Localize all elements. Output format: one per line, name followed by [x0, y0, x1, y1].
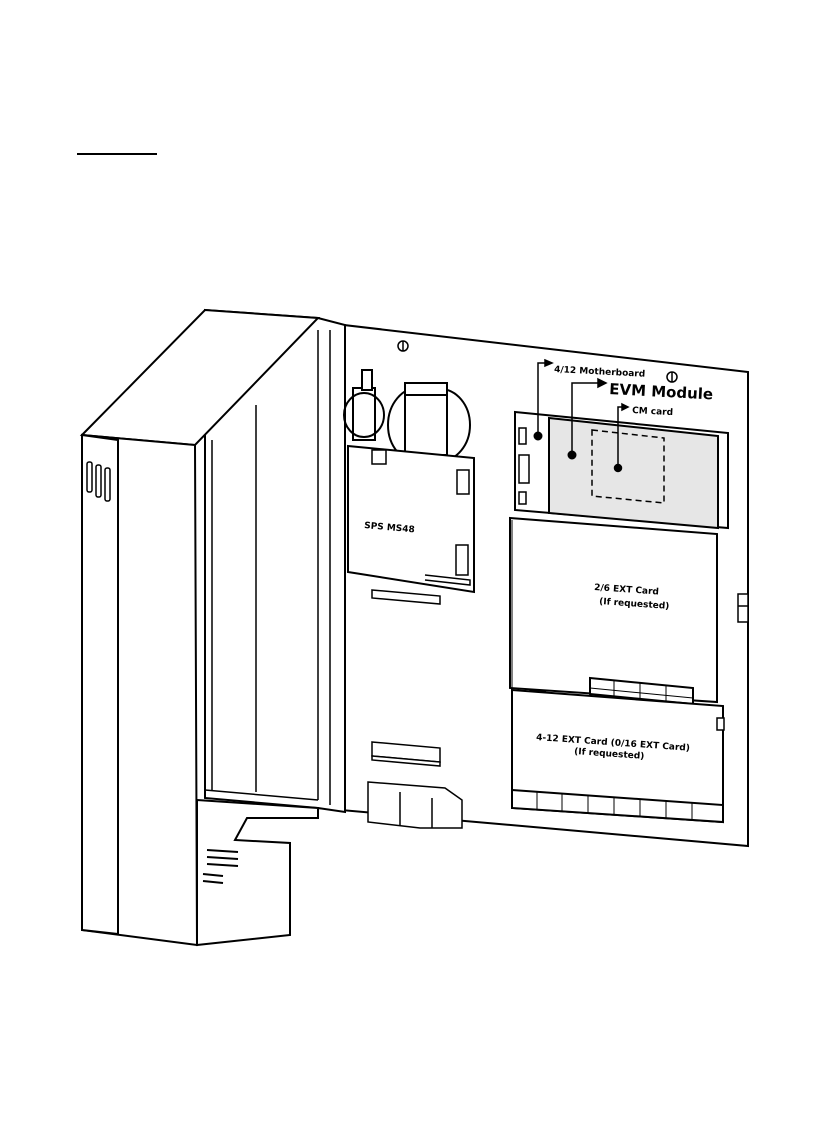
label-cm-card: CM card [632, 406, 673, 418]
sps-board [348, 446, 474, 592]
right-latch [738, 594, 748, 622]
ext-26-card [510, 518, 717, 704]
